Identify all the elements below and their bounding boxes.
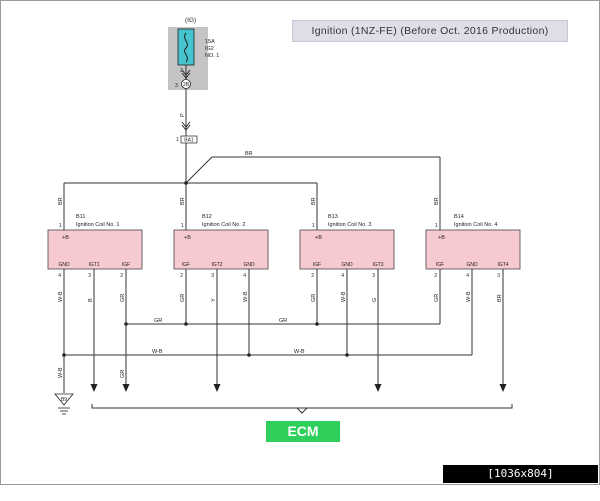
ignition-coil-2 xyxy=(173,229,269,270)
ecm-arrow-igt4-icon xyxy=(499,384,507,392)
coil-plus-terminal: +B xyxy=(438,235,445,241)
coil-pin-label: IGT1 xyxy=(88,262,99,268)
coil-pin-wire-color: Y xyxy=(211,298,217,302)
bus-wire-color: BR xyxy=(245,151,253,157)
terminal-chevron-icon xyxy=(181,69,191,79)
coil-pin-wire-color: GR xyxy=(434,294,440,302)
gnd-bus-label-right: W-B xyxy=(294,349,305,355)
coil-pin-number: 3 xyxy=(372,273,375,279)
coil-id: B13 xyxy=(328,214,338,220)
fuse-rating: 15A xyxy=(205,39,215,45)
coil-pin-wire-color: W-B xyxy=(466,291,472,302)
fuse-name: IG2 xyxy=(205,46,214,52)
igf-bus-label-left: GR xyxy=(154,318,162,324)
coil-feed-wire-color: BR xyxy=(180,197,186,205)
fuse-pin-number: 2 xyxy=(180,68,183,74)
power-source-label: (IG) xyxy=(185,17,196,24)
coil-pin-number: 3 xyxy=(211,273,214,279)
connector-ba1 xyxy=(180,135,198,144)
coil-pin-label: IGF xyxy=(182,262,190,268)
coil-pin-number: 2 xyxy=(120,273,123,279)
coil-pin-wire-color: G xyxy=(372,298,378,302)
ecm-arrow-igt2-icon xyxy=(213,384,221,392)
ground-symbol-icon xyxy=(54,393,74,406)
coil-pin-wire-color: GR xyxy=(311,294,317,302)
coil-pin-label: IGT3 xyxy=(372,262,383,268)
coil-name: Ignition Coil No. 1 xyxy=(76,222,119,228)
coil-plus-terminal: +B xyxy=(62,235,69,241)
coil-pin-label: GND xyxy=(341,262,353,268)
coil-pin-label: IGF xyxy=(436,262,444,268)
junction-label: 2B xyxy=(183,82,190,88)
coil-pin-label: GND xyxy=(58,262,70,268)
coil-pin-number: 2 xyxy=(434,273,437,279)
coil-plus-terminal: +B xyxy=(315,235,322,241)
igf-output-wire-color: GR xyxy=(120,370,126,378)
image-size-footer: [1036x804] http://upic.me/ xyxy=(443,465,598,498)
coil-pin-wire-color: BR xyxy=(497,294,503,302)
coil-plus-pin-number: 1 xyxy=(59,223,62,229)
coil-pin-wire-color: W-B xyxy=(341,291,347,302)
coil-id: B14 xyxy=(454,214,464,220)
coil-pin-wire-color: GR xyxy=(180,294,186,302)
ecm-arrow-igt1-icon xyxy=(90,384,98,392)
fuse-element-icon xyxy=(184,32,188,63)
coil-name: Ignition Coil No. 2 xyxy=(202,222,245,228)
coil-feed-wire-color: BR xyxy=(311,197,317,205)
diagram-title: Ignition (1NZ-FE) (Before Oct. 2016 Prod… xyxy=(292,20,568,42)
ecm-arrow-igt3-icon xyxy=(374,384,382,392)
coil-pin-number: 4 xyxy=(466,273,469,279)
coil-plus-pin-number: 1 xyxy=(312,223,315,229)
coil-pin-label: GND xyxy=(466,262,478,268)
coil-plus-pin-number: 1 xyxy=(435,223,438,229)
coil-name: Ignition Coil No. 4 xyxy=(454,222,497,228)
coil-pin-number: 3 xyxy=(497,273,500,279)
coil-pin-wire-color: W-B xyxy=(243,291,249,302)
power-wire-color: P xyxy=(180,113,186,117)
coil-pin-label: IGT4 xyxy=(497,262,508,268)
coil-pin-label: IGT2 xyxy=(211,262,222,268)
coil-name: Ignition Coil No. 3 xyxy=(328,222,371,228)
junction-pin-number: 3 xyxy=(175,83,178,89)
coil-feed-wire-color: BR xyxy=(434,197,440,205)
coil-pin-number: 4 xyxy=(341,273,344,279)
ground-wire-color: W-B xyxy=(58,367,64,378)
connector-chevron-icon xyxy=(181,121,191,131)
coil-pin-wire-color: GR xyxy=(120,294,126,302)
connector-ba1-label: BA1 xyxy=(184,138,194,144)
ignition-coil-4 xyxy=(425,229,521,270)
coil-pin-number: 4 xyxy=(58,273,61,279)
coil-pin-label: IGF xyxy=(122,262,130,268)
ground-id: B9 xyxy=(61,397,67,403)
coil-pin-wire-color: B xyxy=(88,298,94,302)
coil-id: B11 xyxy=(76,214,85,220)
coil-feed-wire-color: BR xyxy=(58,197,64,205)
coil-id: B12 xyxy=(202,214,212,220)
fuse xyxy=(177,28,195,66)
coil-plus-pin-number: 1 xyxy=(181,223,184,229)
ignition-coil-3 xyxy=(299,229,395,270)
coil-pin-number: 2 xyxy=(311,273,314,279)
coil-pin-label: GND xyxy=(243,262,255,268)
ecm-arrow-igf-icon xyxy=(122,384,130,392)
ecm-brace xyxy=(91,404,513,409)
igf-bus-label-right: GR xyxy=(279,318,287,324)
fuse-number: NO. 1 xyxy=(205,53,219,59)
gnd-bus-label-left: W-B xyxy=(152,349,163,355)
junction-circle xyxy=(181,79,191,89)
ecm-label: ECM xyxy=(266,421,340,442)
ignition-coil-1 xyxy=(47,229,143,270)
wiring-diagram: (IG) 15A IG2 NO. 1 2 2B 3 P BA1 1 BR BRB… xyxy=(47,17,521,415)
coil-pin-label: IGF xyxy=(313,262,321,268)
coil-plus-terminal: +B xyxy=(184,235,191,241)
connector-pin-number: 1 xyxy=(176,137,179,143)
coil-pin-number: 2 xyxy=(180,273,183,279)
coil-pin-wire-color: W-B xyxy=(58,291,64,302)
coil-pin-number: 3 xyxy=(88,273,91,279)
coil-pin-number: 4 xyxy=(243,273,246,279)
